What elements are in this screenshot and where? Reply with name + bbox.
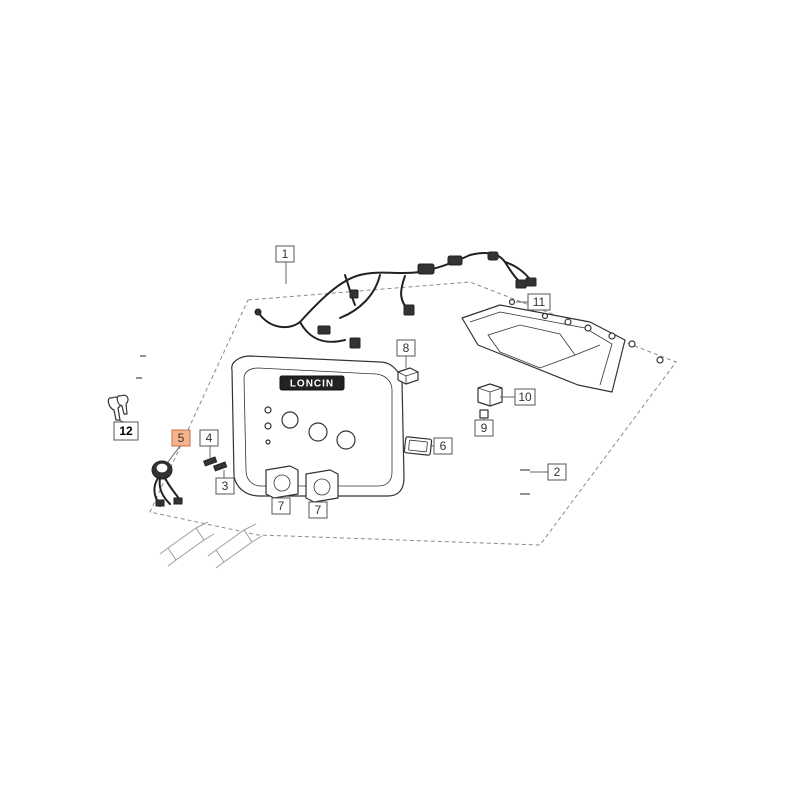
callout-label: 8: [403, 341, 410, 355]
assembly-outline: [149, 281, 677, 546]
ignition-switch: [151, 460, 183, 507]
plug-ghost: [159, 521, 215, 567]
plug-ghost: [207, 523, 263, 569]
outlet-circle: [336, 430, 356, 450]
control-panel: LONCIN: [231, 355, 405, 497]
rear-cover: [461, 298, 664, 393]
callout-label: 7: [278, 499, 285, 513]
callout-11[interactable]: 11: [527, 293, 551, 311]
module-8: [397, 367, 419, 385]
callout-label: 1: [282, 247, 289, 261]
callout-3[interactable]: 3: [215, 477, 235, 495]
ignition-key: [107, 394, 129, 421]
wiring-harness: [254, 251, 537, 349]
outlet-circle: [281, 411, 299, 429]
callout-5[interactable]: 5: [171, 429, 191, 447]
meter-frame: [403, 436, 433, 456]
callout-1[interactable]: 1: [275, 245, 295, 263]
callout-label: 9: [481, 421, 488, 435]
callout-label: 7: [315, 503, 322, 517]
callout-4[interactable]: 4: [199, 429, 219, 447]
callout-label: 10: [518, 390, 532, 404]
callout-label: 6: [440, 439, 447, 453]
callout-label: 4: [206, 431, 213, 445]
bolt: [203, 456, 228, 472]
callout-label: 2: [554, 465, 561, 479]
callout-label: 5: [178, 431, 185, 445]
switch-9: [479, 409, 489, 419]
callout-label: 11: [533, 295, 546, 309]
outlet-socket: [305, 469, 339, 503]
leader-line: [167, 445, 181, 463]
breaker-10: [477, 383, 503, 407]
screw: [520, 469, 530, 495]
outlet-socket: [265, 465, 299, 499]
callout-10[interactable]: 10: [514, 388, 536, 406]
callout-label: 3: [222, 479, 229, 493]
callout-12[interactable]: 12: [113, 421, 139, 441]
callout-6[interactable]: 6: [433, 437, 453, 455]
callout-2[interactable]: 2: [547, 463, 567, 481]
callout-7b[interactable]: 7: [308, 501, 328, 519]
callout-8[interactable]: 8: [396, 339, 416, 357]
outlet-circle: [308, 422, 328, 442]
brand-badge-text: LONCIN: [290, 379, 334, 390]
screw: [136, 355, 146, 379]
brand-badge: [279, 375, 345, 391]
callout-7a[interactable]: 7: [271, 497, 291, 515]
callout-label: 12: [119, 424, 133, 438]
callout-9[interactable]: 9: [474, 419, 494, 437]
